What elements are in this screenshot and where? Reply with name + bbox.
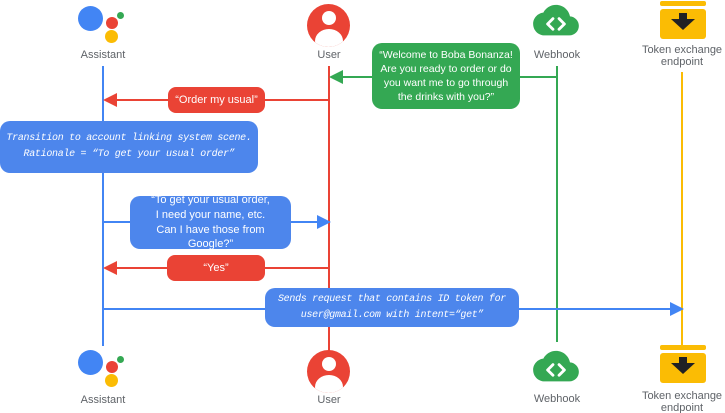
sends-request-note: Sends request that contains ID token for… bbox=[265, 288, 519, 327]
user-label: User bbox=[317, 49, 341, 61]
user-lifeline bbox=[328, 66, 330, 351]
order-usual-bubble: “Order my usual” bbox=[168, 87, 265, 113]
yes-bubble: “Yes” bbox=[167, 255, 265, 281]
token-endpoint-label: Token exchange endpoint bbox=[641, 390, 723, 413]
get-usual-arrowhead bbox=[317, 215, 331, 229]
get-usual-bubble: “To get your usual order, I need your na… bbox=[130, 194, 291, 250]
transition-note: Transition to account linking system sce… bbox=[0, 121, 258, 173]
order-arrowhead bbox=[103, 93, 117, 107]
token-endpoint-icon bbox=[660, 345, 706, 383]
token-endpoint-label: Token exchange endpoint bbox=[641, 44, 723, 68]
webhook-label: Webhook bbox=[533, 49, 581, 61]
webhook-lifeline bbox=[556, 66, 558, 342]
yes-arrowhead bbox=[103, 261, 117, 275]
assistant-label: Assistant bbox=[80, 49, 126, 61]
welcome-arrowhead bbox=[329, 70, 343, 84]
user-icon bbox=[307, 4, 350, 47]
webhook-icon bbox=[529, 349, 583, 389]
assistant-icon bbox=[78, 3, 128, 47]
download-arrow-icon bbox=[679, 13, 687, 20]
webhook-label: Webhook bbox=[533, 393, 581, 405]
user-label: User bbox=[317, 394, 341, 406]
assistant-lifeline bbox=[102, 66, 104, 346]
welcome-bubble: “Welcome to Boba Bonanza! Are you ready … bbox=[372, 43, 520, 109]
token-endpoint-lifeline bbox=[681, 72, 683, 346]
webhook-icon bbox=[529, 3, 583, 43]
assistant-icon bbox=[78, 347, 128, 391]
download-arrow-icon bbox=[679, 357, 687, 364]
assistant-label: Assistant bbox=[80, 394, 126, 406]
token-endpoint-icon bbox=[660, 1, 706, 39]
sends-request-arrowhead bbox=[670, 302, 684, 316]
user-icon bbox=[307, 350, 350, 393]
